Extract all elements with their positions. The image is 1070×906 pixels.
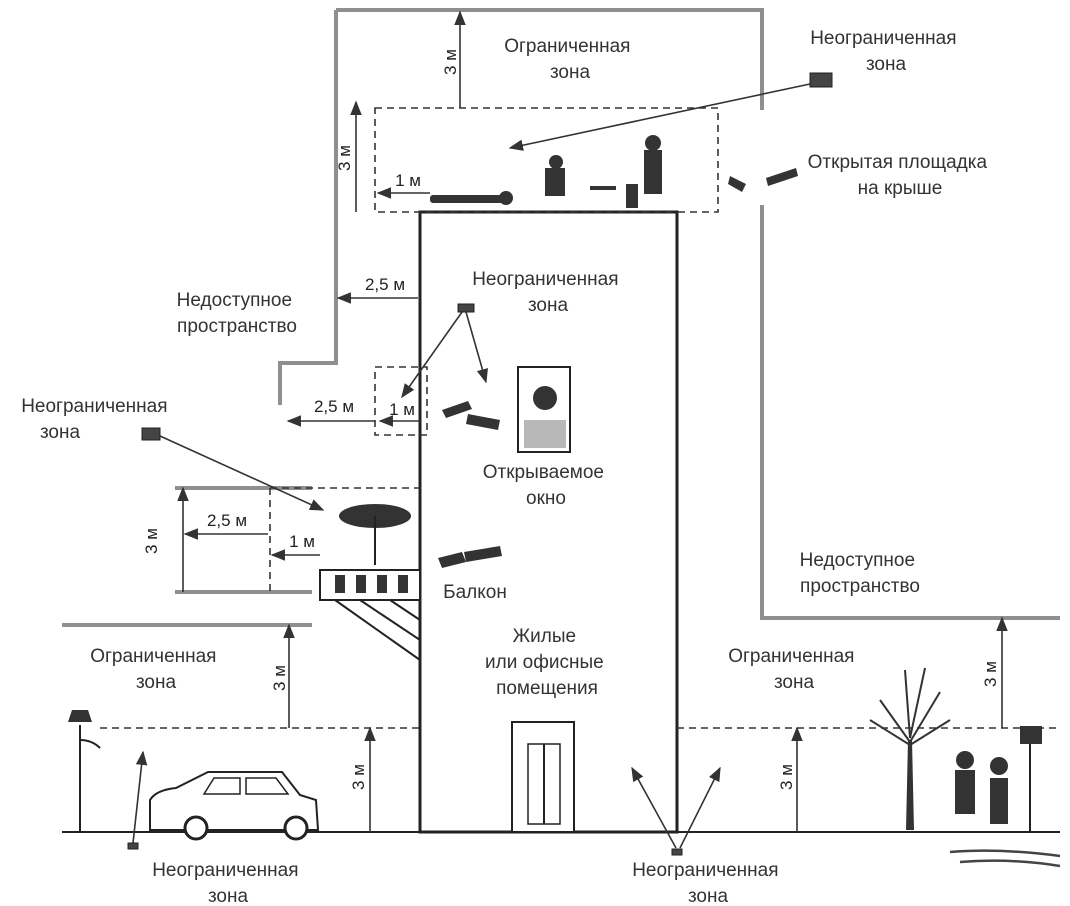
- opening-window-icon: [517, 366, 571, 453]
- view-arrow-center-right: [465, 311, 488, 384]
- tree-icon: [869, 667, 951, 830]
- dim-roof-1m: 1 м: [395, 171, 421, 190]
- label-inaccessible-left: Недоступное пространство: [177, 290, 298, 337]
- label-unrestricted-center: Неограниченная зона: [472, 269, 624, 316]
- roof-terrace-zone: [374, 107, 719, 213]
- label-unrestricted-bottom-left: Неограниченная зона: [152, 860, 304, 906]
- camera-icon: [671, 848, 683, 856]
- view-arrow-bottom-center-left: [631, 766, 677, 849]
- dim-window-1m: 1 м: [389, 400, 415, 419]
- dim-window-25m: 2,5 м: [314, 397, 354, 416]
- view-arrow-bottom-left: [132, 750, 148, 844]
- dim-balcony-25m: 2,5 м: [207, 511, 247, 530]
- label-living-offices: Жилые или офисные помещения: [485, 626, 609, 699]
- left-boundary-upper: [278, 10, 338, 405]
- dim-ground-right-3m: 3 м: [981, 661, 1000, 687]
- label-unrestricted-bottom-center: Неограниченная зона: [632, 860, 784, 906]
- camera-icon: [141, 427, 161, 441]
- label-roof-terrace: Открытая площадка на крыше: [808, 152, 993, 199]
- label-unrestricted-top-right: Неограниченная зона: [810, 28, 962, 75]
- camera-icon: [457, 303, 475, 313]
- label-restricted-left-ground: Ограниченная зона: [90, 646, 222, 693]
- dim-ground-left-low-3m: 3 м: [349, 764, 368, 790]
- view-arrow-top-right: [508, 83, 811, 151]
- label-balcony: Балкон: [443, 582, 507, 603]
- window-pointer: [442, 401, 500, 430]
- balcony-pointer: [438, 546, 502, 568]
- balcony-zone-dash: [269, 487, 420, 592]
- dim-ground-right-low-3m: 3 м: [777, 764, 796, 790]
- people-icon: [949, 726, 1061, 868]
- label-unrestricted-left: Неограниченная зона: [21, 396, 173, 443]
- street-lamp-icon: [68, 710, 101, 832]
- dim-roof-3m: 3 м: [335, 145, 354, 171]
- dim-ground-left-3m: 3 м: [270, 665, 289, 691]
- balcony-icon: [319, 504, 421, 661]
- view-arrow-center-left: [401, 311, 463, 399]
- window-zone: [374, 366, 428, 436]
- dim-balcony-3m: 3 м: [142, 528, 161, 554]
- roof-terrace-pointer: [728, 168, 798, 192]
- right-boundary: [760, 205, 1060, 620]
- camera-icon: [809, 72, 833, 88]
- dim-side-25m: 2,5 м: [365, 275, 405, 294]
- camera-icon: [127, 842, 139, 850]
- label-restricted-top: Ограниченная зона: [504, 36, 636, 83]
- car-icon: [149, 771, 320, 841]
- door-icon: [511, 721, 575, 833]
- dim-top-3m: 3 м: [441, 49, 460, 75]
- label-inaccessible-right: Недоступное пространство: [800, 550, 921, 597]
- roof-people-icon: [430, 135, 662, 208]
- view-arrow-left: [159, 435, 325, 511]
- view-arrow-bottom-center-right: [679, 766, 721, 849]
- dim-balcony-1m: 1 м: [289, 532, 315, 551]
- label-restricted-right-ground: Ограниченная зона: [728, 646, 860, 693]
- label-opening-window: Открываемое окно: [483, 462, 610, 509]
- top-boundary: [336, 8, 764, 110]
